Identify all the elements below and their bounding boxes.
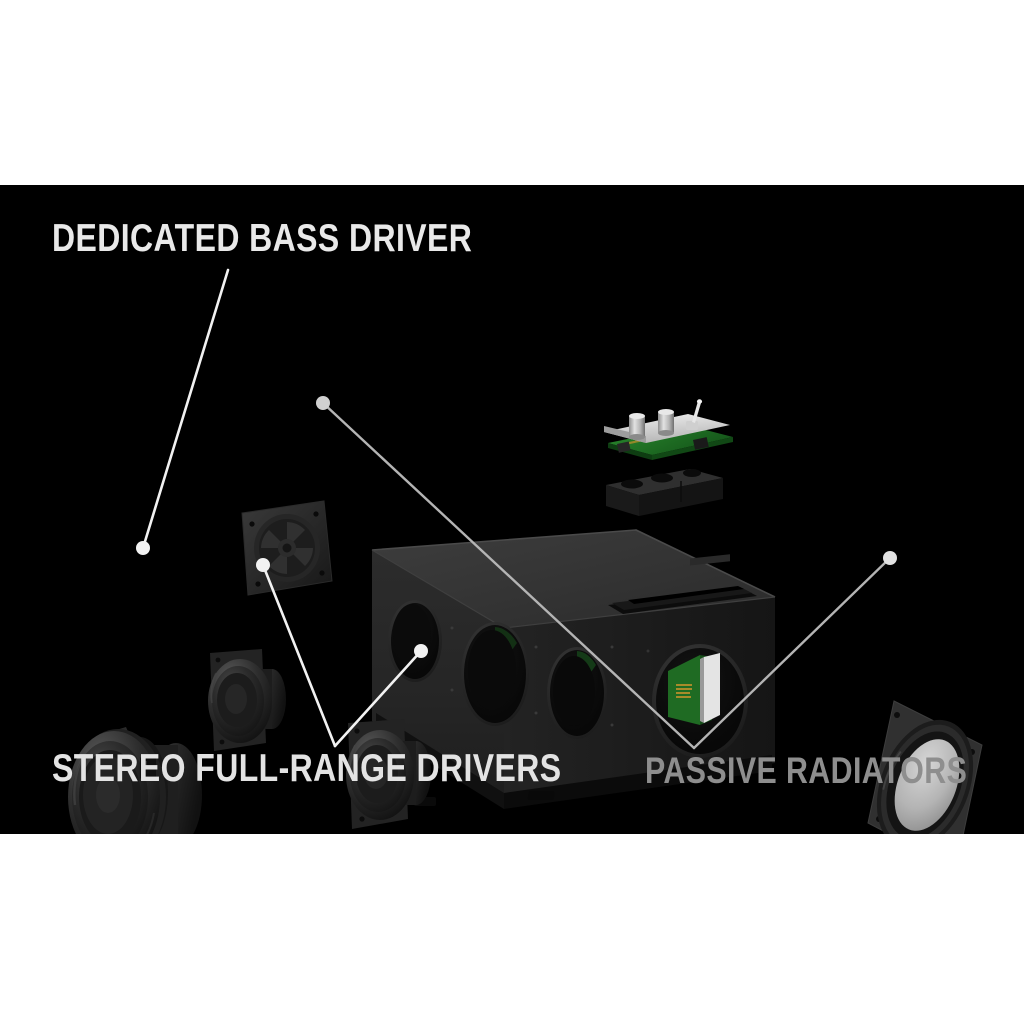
cabinet-cutout-3 bbox=[547, 647, 607, 739]
marker-dot-stereo-right bbox=[414, 644, 428, 658]
callout-label-stereo-full-range-drivers: STEREO FULL-RANGE DRIVERS bbox=[52, 747, 562, 790]
callout-label-passive-radiators: PASSIVE RADIATORS bbox=[645, 750, 968, 791]
exploded-view-scene: DEDICATED BASS DRIVER STEREO FULL-RANGE … bbox=[0, 185, 1024, 834]
cabinet-top-slot bbox=[608, 554, 757, 614]
leader-line-stereo-right bbox=[333, 649, 423, 748]
cabinet-cutout-2 bbox=[461, 622, 529, 726]
enclosure-cabinet bbox=[371, 529, 776, 809]
pcb-knob-right bbox=[658, 409, 674, 436]
marker-dot-passive-right bbox=[883, 551, 897, 565]
square-radiator-rear bbox=[241, 500, 333, 596]
bass-driver-unit bbox=[68, 727, 202, 834]
control-bezel bbox=[606, 469, 723, 516]
leader-line-stereo-left bbox=[261, 563, 337, 748]
leader-line-passive-right bbox=[692, 556, 892, 750]
leader-line-bass bbox=[141, 268, 230, 550]
diagram-canvas: DEDICATED BASS DRIVER STEREO FULL-RANGE … bbox=[0, 185, 1024, 834]
callout-markers bbox=[136, 396, 897, 658]
full-range-driver-left bbox=[208, 649, 286, 751]
pcb-toggle-switch bbox=[686, 399, 703, 430]
cabinet-cutout-4 bbox=[652, 644, 748, 758]
marker-dot-passive-left bbox=[316, 396, 330, 410]
marker-dot-bass bbox=[136, 541, 150, 555]
leader-line-passive-left bbox=[321, 401, 696, 750]
full-range-driver-right bbox=[346, 719, 431, 829]
amplifier-pcb bbox=[604, 399, 733, 460]
marker-dot-stereo-left bbox=[256, 558, 270, 572]
callout-label-dedicated-bass-driver: DEDICATED BASS DRIVER bbox=[52, 217, 473, 260]
pcb-knob-left bbox=[629, 413, 645, 440]
product-artwork bbox=[68, 399, 983, 834]
callout-leader-lines bbox=[136, 268, 897, 750]
passive-radiator-unit bbox=[867, 700, 983, 834]
